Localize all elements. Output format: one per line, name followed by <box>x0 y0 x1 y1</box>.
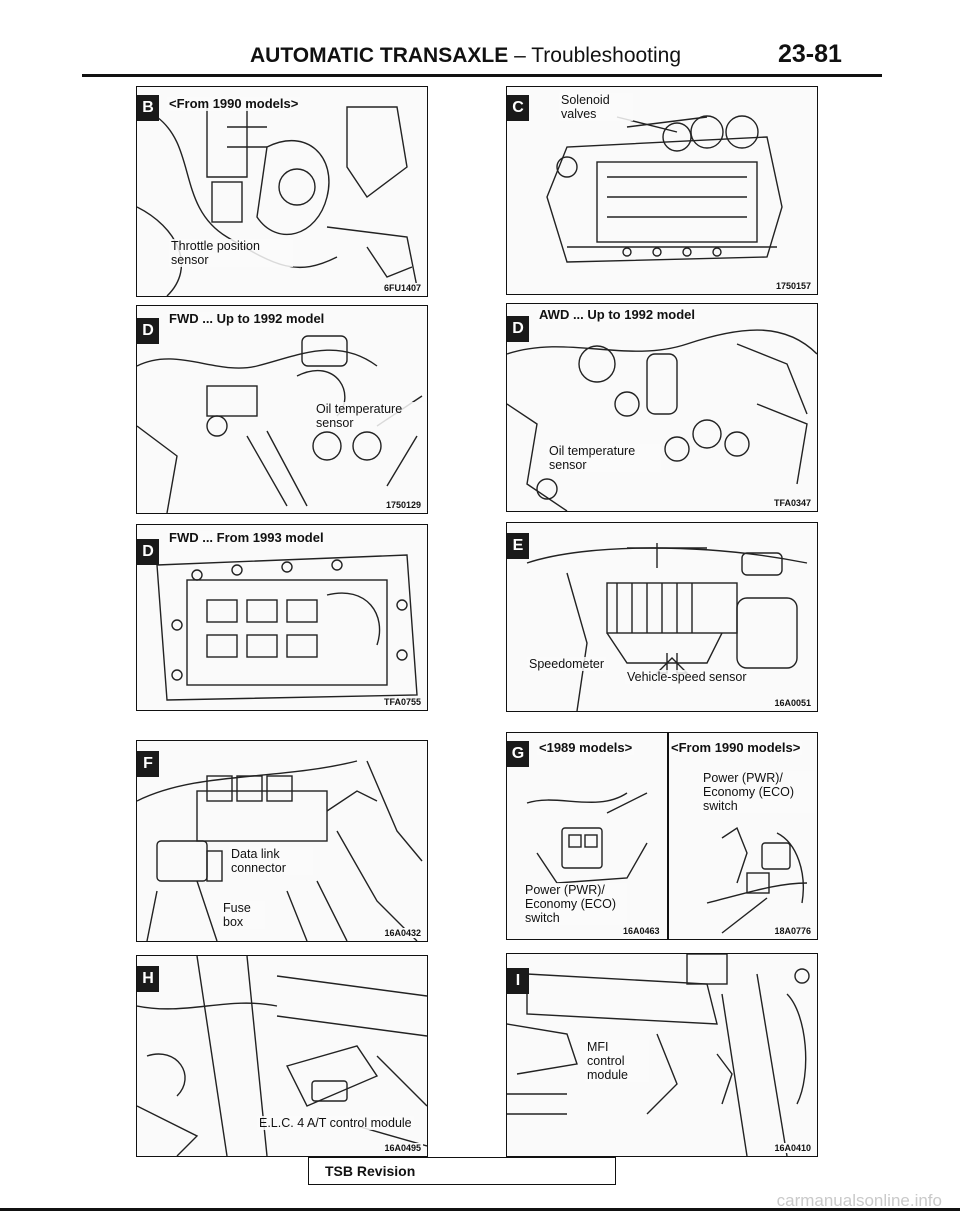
figure-code-left: 16A0463 <box>621 926 662 936</box>
panel-f: F Data link connector Fuse box 16A0432 <box>136 740 428 942</box>
panel-d-awd-up-to-1992: D AWD ... Up to 1992 model Oil temperatu… <box>506 303 818 512</box>
panel-g: G <1989 models> <From 1990 models> Power… <box>506 732 818 940</box>
panel-divider <box>667 733 669 939</box>
panel-tag: E <box>507 533 529 559</box>
oil-temp-sensor-fwd-1993-drawing <box>156 554 418 701</box>
oil-temp-sensor-fwd-drawing <box>137 335 423 513</box>
panel-b: B <From 1990 models> Throttle position s… <box>136 86 428 297</box>
panel-label: Solenoid valves <box>559 93 633 121</box>
panel-label: Throttle position sensor <box>169 239 293 267</box>
panel-caption: FWD ... Up to 1992 model <box>167 311 327 326</box>
switch-label-right: Power (PWR)/ Economy (ECO) switch <box>701 771 815 813</box>
tsb-revision-label: TSB Revision <box>325 1163 416 1179</box>
figure-code: TFA0347 <box>771 498 813 508</box>
footer-rule <box>0 1208 960 1211</box>
figure-code: 16A0051 <box>772 698 813 708</box>
panel-caption: AWD ... Up to 1992 model <box>537 307 698 322</box>
panel-h: H E.L.C. 4 A/T control module 16A0495 <box>136 955 428 1157</box>
panel-tag: D <box>137 318 159 344</box>
page-title: AUTOMATIC TRANSAXLE – Troubleshooting <box>250 44 681 68</box>
panel-tag: G <box>507 741 529 767</box>
fuse-box-label: Fuse box <box>221 901 265 929</box>
panel-label: Oil temperature sensor <box>314 402 427 430</box>
figure-code: 1750157 <box>773 281 813 291</box>
figure-code-right: 18A0776 <box>772 926 813 936</box>
panel-tag: F <box>137 751 159 777</box>
panel-tag: D <box>137 539 159 565</box>
panel-label: E.L.C. 4 A/T control module <box>257 1116 414 1130</box>
figure-code: 1750129 <box>383 500 423 510</box>
panel-e: E Speedometer Vehicle-speed sensor 16A00… <box>506 522 818 712</box>
mfi-control-module-drawing <box>507 954 810 1156</box>
title-rest: Troubleshooting <box>531 44 682 67</box>
panel-tag: I <box>507 968 529 994</box>
panel-d-fwd-up-to-1992: D FWD ... Up to 1992 model Oil temperatu… <box>136 305 428 514</box>
title-bold: AUTOMATIC TRANSAXLE <box>250 44 509 67</box>
pwr-eco-switch-drawing <box>526 792 808 934</box>
header-rule <box>82 74 882 77</box>
caption-from-1990: <From 1990 models> <box>669 740 803 755</box>
speed-sensor-label: Vehicle-speed sensor <box>625 670 749 684</box>
oil-temp-sensor-awd-drawing <box>507 329 817 511</box>
title-dash: – <box>514 44 526 67</box>
throttle-sensor-drawing <box>137 106 418 296</box>
watermark: carmanualsonline.info <box>776 1191 942 1210</box>
data-link-connector-drawing <box>137 760 423 941</box>
tsb-revision-box: TSB Revision <box>308 1157 616 1185</box>
page-number: 23-81 <box>778 40 842 68</box>
panel-d-fwd-from-1993: D FWD ... From 1993 model TFA0755 <box>136 524 428 711</box>
figure-code: 16A0432 <box>382 928 423 938</box>
figure-code: TFA0755 <box>381 697 423 707</box>
panel-label: MFI control module <box>585 1040 649 1082</box>
figure-code: 6FU1407 <box>381 283 423 293</box>
caption-1989: <1989 models> <box>537 740 635 755</box>
speedometer-label: Speedometer <box>527 657 607 671</box>
panel-tag: D <box>507 316 529 342</box>
panel-c: C Solenoid valves 1750157 <box>506 86 818 295</box>
panel-i: I MFI control module 16A0410 <box>506 953 818 1157</box>
figure-code: 16A0495 <box>382 1143 423 1153</box>
panel-tag: H <box>137 966 159 992</box>
panel-tag: C <box>507 95 529 121</box>
data-link-label: Data link connector <box>229 847 313 875</box>
panel-label: Oil temperature sensor <box>547 444 661 472</box>
solenoid-valves-drawing <box>546 115 783 263</box>
panel-caption: <From 1990 models> <box>167 96 301 111</box>
figure-code: 16A0410 <box>772 1143 813 1153</box>
panel-tag: B <box>137 95 159 121</box>
panel-caption: FWD ... From 1993 model <box>167 530 326 545</box>
switch-label-left: Power (PWR)/ Economy (ECO) switch <box>523 883 627 925</box>
